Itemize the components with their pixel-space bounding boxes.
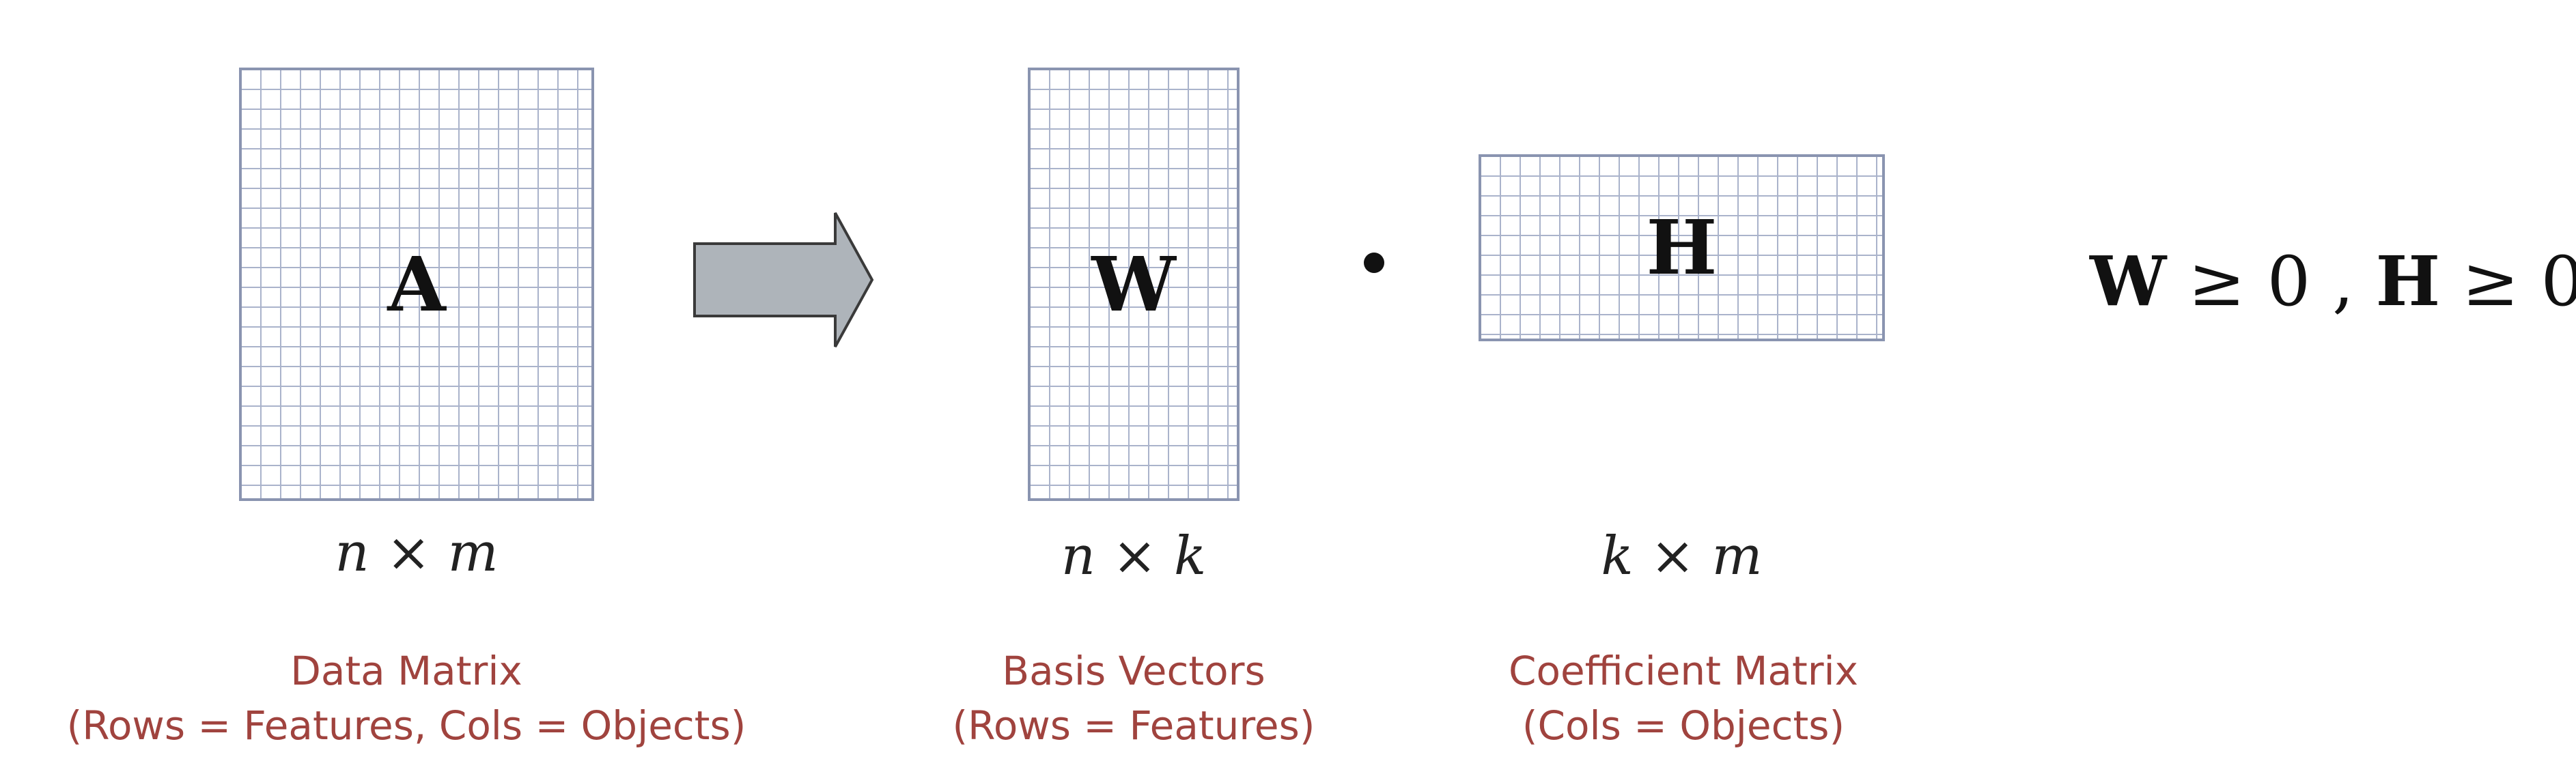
matrix-w-grid: W xyxy=(1028,68,1240,501)
matrix-a-caption-detail: (Rows = Features, Cols = Objects) xyxy=(66,702,746,749)
matrix-a-grid: A xyxy=(239,68,594,501)
matrix-w-caption: Basis Vectors (Rows = Features) xyxy=(888,644,1380,753)
matrix-w-label: W xyxy=(1091,240,1176,328)
matrix-h-grid: H xyxy=(1479,154,1885,341)
matrix-a-dimensions: n × m xyxy=(335,522,499,584)
constraint-ge-2: ≥ 0 xyxy=(2440,242,2576,321)
constraint-ge-1: ≥ 0 , xyxy=(2166,242,2376,321)
matrix-a-caption-title: Data Matrix xyxy=(290,648,522,694)
constraint-w: W xyxy=(2090,241,2167,321)
matrix-h-caption: Coefficient Matrix (Cols = Objects) xyxy=(1438,644,1929,753)
matrix-a-label: A xyxy=(387,240,446,328)
matrix-a-caption: Data Matrix (Rows = Features, Cols = Obj… xyxy=(0,644,813,753)
matrix-h-caption-title: Coefficient Matrix xyxy=(1509,648,1858,694)
matrix-w-dimensions: n × k xyxy=(1061,526,1207,587)
multiplication-dot xyxy=(1364,253,1384,273)
matrix-h-label: H xyxy=(1646,203,1718,291)
matrix-h-caption-detail: (Cols = Objects) xyxy=(1522,702,1845,749)
right-arrow-icon xyxy=(693,212,874,347)
matrix-w-caption-detail: (Rows = Features) xyxy=(952,702,1315,749)
constraint-h: H xyxy=(2375,241,2441,321)
matrix-w-caption-title: Basis Vectors xyxy=(1002,648,1265,694)
nonnegativity-constraint: W ≥ 0 , H ≥ 0 xyxy=(2090,247,2576,316)
matrix-h-dimensions: k × m xyxy=(1601,526,1763,587)
